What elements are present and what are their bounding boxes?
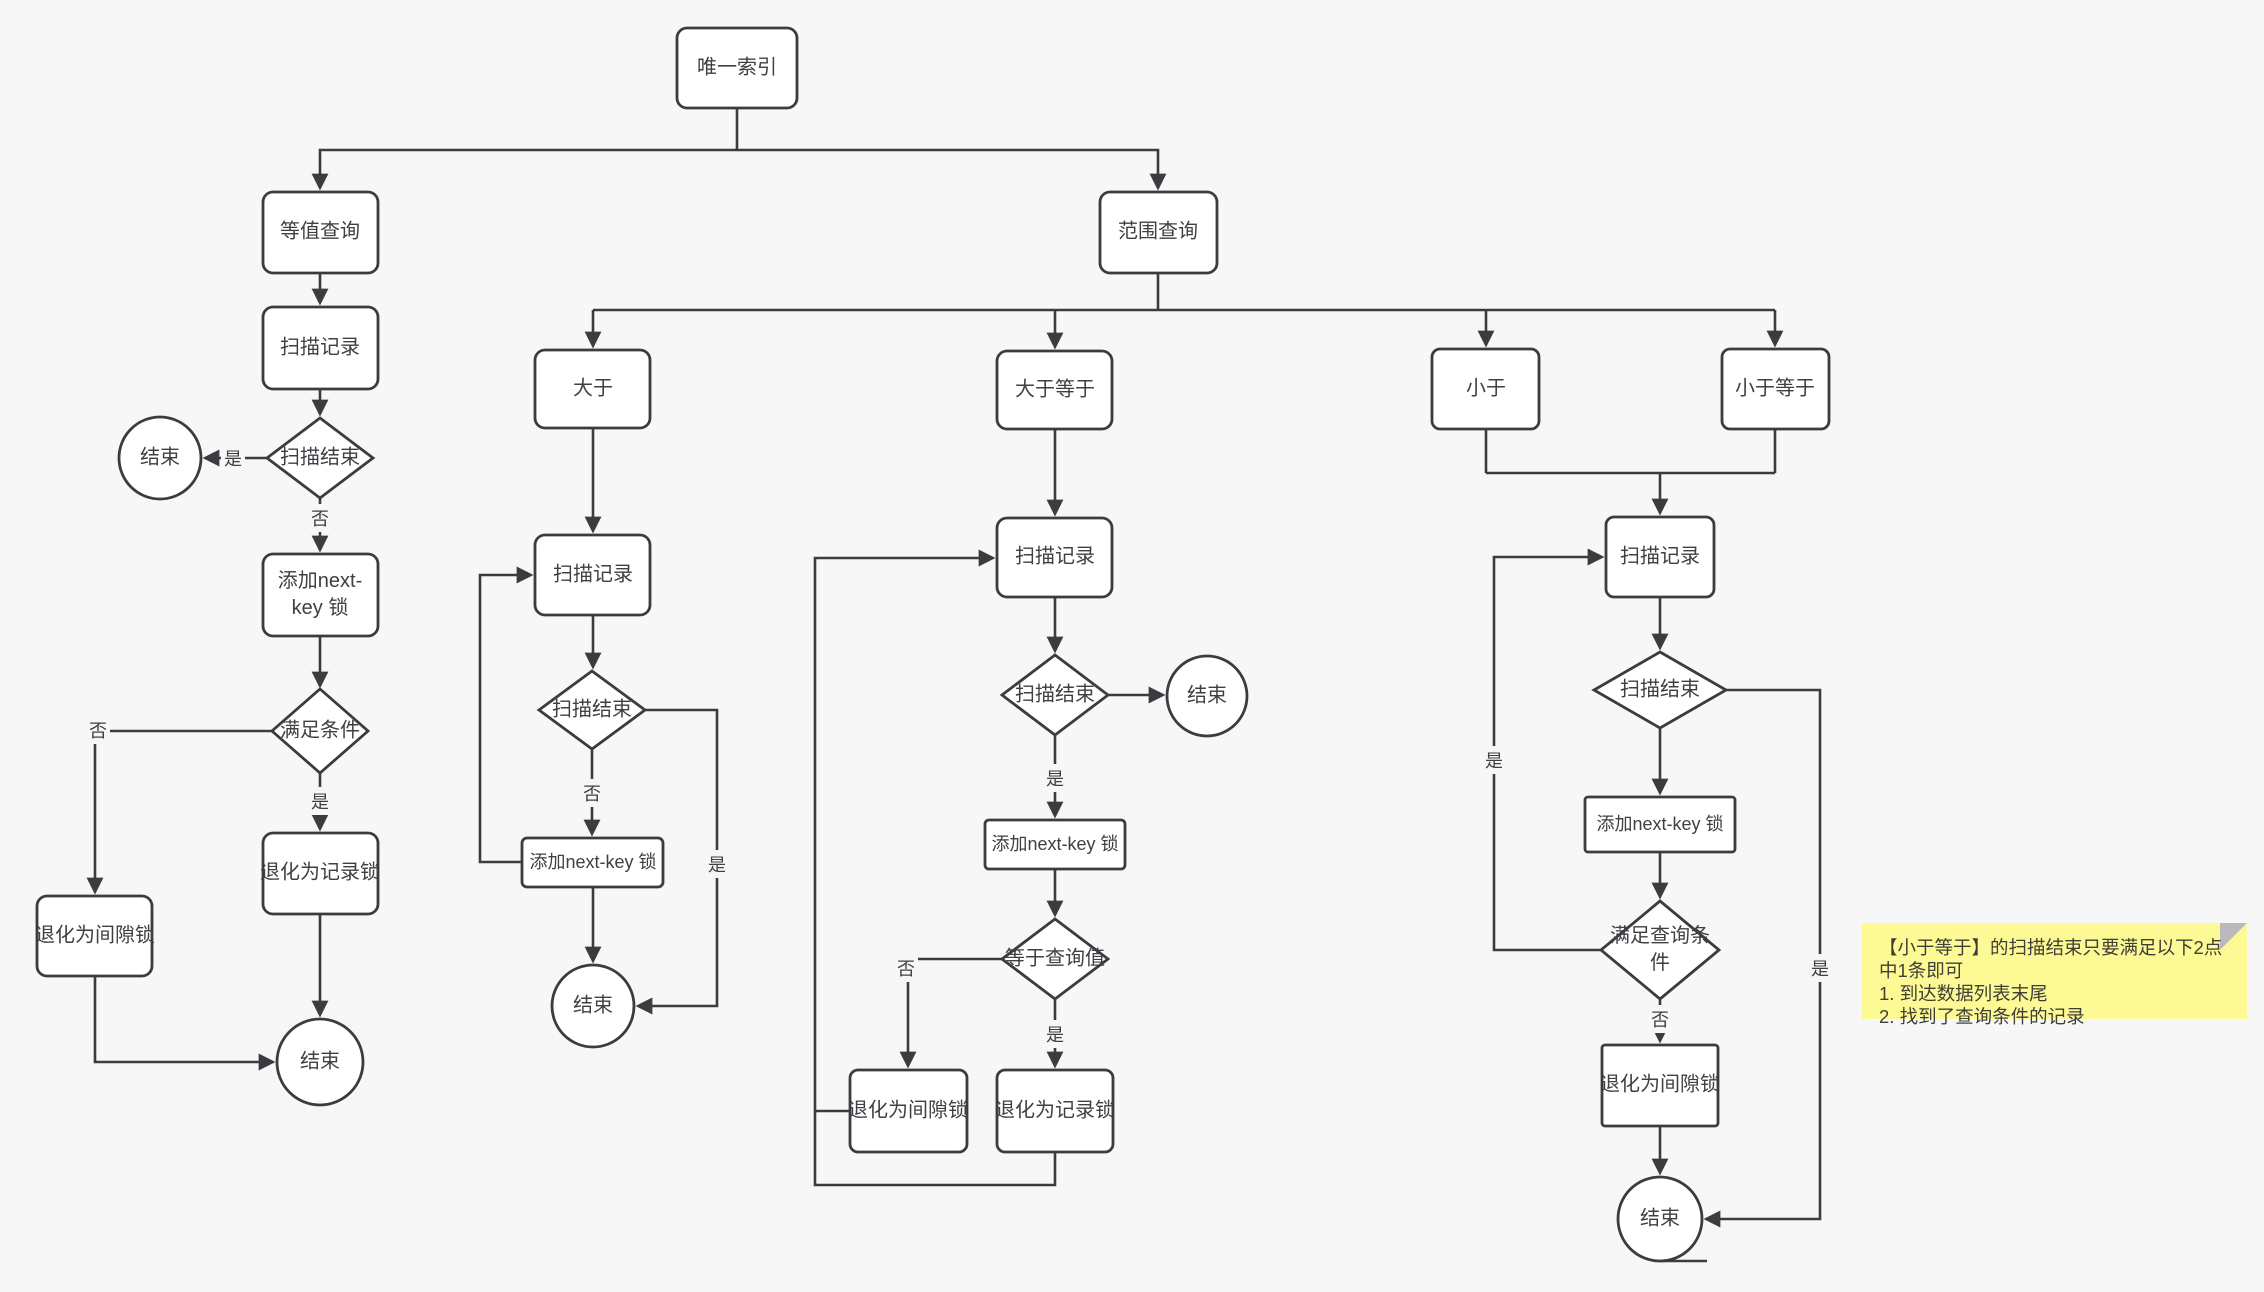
sticky-note-line-2: 1. 到达数据列表末尾 xyxy=(1879,983,2048,1004)
edge-gte-loop xyxy=(813,549,1057,1187)
node-lt-gap-lock[interactable] xyxy=(1600,1043,1720,1128)
node-eq-scan-end[interactable] xyxy=(264,416,376,500)
edge-root-to-eq xyxy=(311,148,737,191)
node-gte-eq-value[interactable] xyxy=(999,917,1111,1001)
node-gt-addlock[interactable] xyxy=(520,836,665,889)
sticky-note-line-1: 【小于等于】的扫描结束只要满足以下2点中1条即可 xyxy=(1879,937,2223,981)
node-lt-end[interactable] xyxy=(1616,1175,1704,1263)
node-gt-scan-end[interactable] xyxy=(536,669,648,751)
node-range-query[interactable] xyxy=(1098,190,1219,275)
node-lt-scan[interactable] xyxy=(1604,515,1716,599)
node-lt-addlock[interactable] xyxy=(1583,795,1737,854)
node-gte[interactable] xyxy=(995,349,1114,431)
edge-gte-val-no xyxy=(899,957,1002,1069)
node-gte-end[interactable] xyxy=(1165,654,1249,738)
edge-lt-yes xyxy=(1703,688,1822,1228)
node-gte-gap-lock[interactable] xyxy=(848,1068,969,1154)
node-lt[interactable] xyxy=(1430,347,1541,431)
sticky-note[interactable]: 【小于等于】的扫描结束只要满足以下2点中1条即可 1. 到达数据列表末尾 2. … xyxy=(1862,923,2247,1027)
node-gte-addlock[interactable] xyxy=(983,818,1127,871)
node-lt-cond[interactable] xyxy=(1598,899,1722,1001)
node-lte[interactable] xyxy=(1720,347,1831,431)
node-lt-scan-end[interactable] xyxy=(1591,650,1729,730)
node-gte-record-lock[interactable] xyxy=(995,1068,1115,1154)
edge-gt-loop xyxy=(478,566,534,864)
connectors xyxy=(86,108,1822,1263)
edge-eq-gap-end xyxy=(93,976,276,1071)
node-gt-end[interactable] xyxy=(550,963,636,1049)
node-eq-query[interactable] xyxy=(261,190,380,275)
node-unique-index[interactable] xyxy=(675,26,799,110)
node-gte-scan-end[interactable] xyxy=(999,653,1111,737)
node-gt-scan[interactable] xyxy=(533,533,652,617)
node-eq-cond[interactable] xyxy=(269,687,371,775)
node-eq-scan[interactable] xyxy=(261,305,380,391)
node-gte-scan[interactable] xyxy=(995,516,1114,599)
node-eq-end-top[interactable] xyxy=(117,415,203,501)
sticky-note-line-3: 2. 找到了查询条件的记录 xyxy=(1879,1006,2085,1027)
node-eq-gap-lock[interactable] xyxy=(35,894,154,978)
edge-lt-loop xyxy=(1492,548,1605,952)
node-eq-end-bottom[interactable] xyxy=(275,1017,365,1107)
edge-eq-cond-no xyxy=(86,729,272,895)
node-gt[interactable] xyxy=(533,348,652,430)
sticky-note-text: 【小于等于】的扫描结束只要满足以下2点中1条即可 1. 到达数据列表末尾 2. … xyxy=(1879,936,2233,1028)
node-eq-record-lock[interactable] xyxy=(261,831,380,916)
edge-root-to-range xyxy=(737,148,1167,191)
node-eq-addlock[interactable] xyxy=(261,552,380,638)
